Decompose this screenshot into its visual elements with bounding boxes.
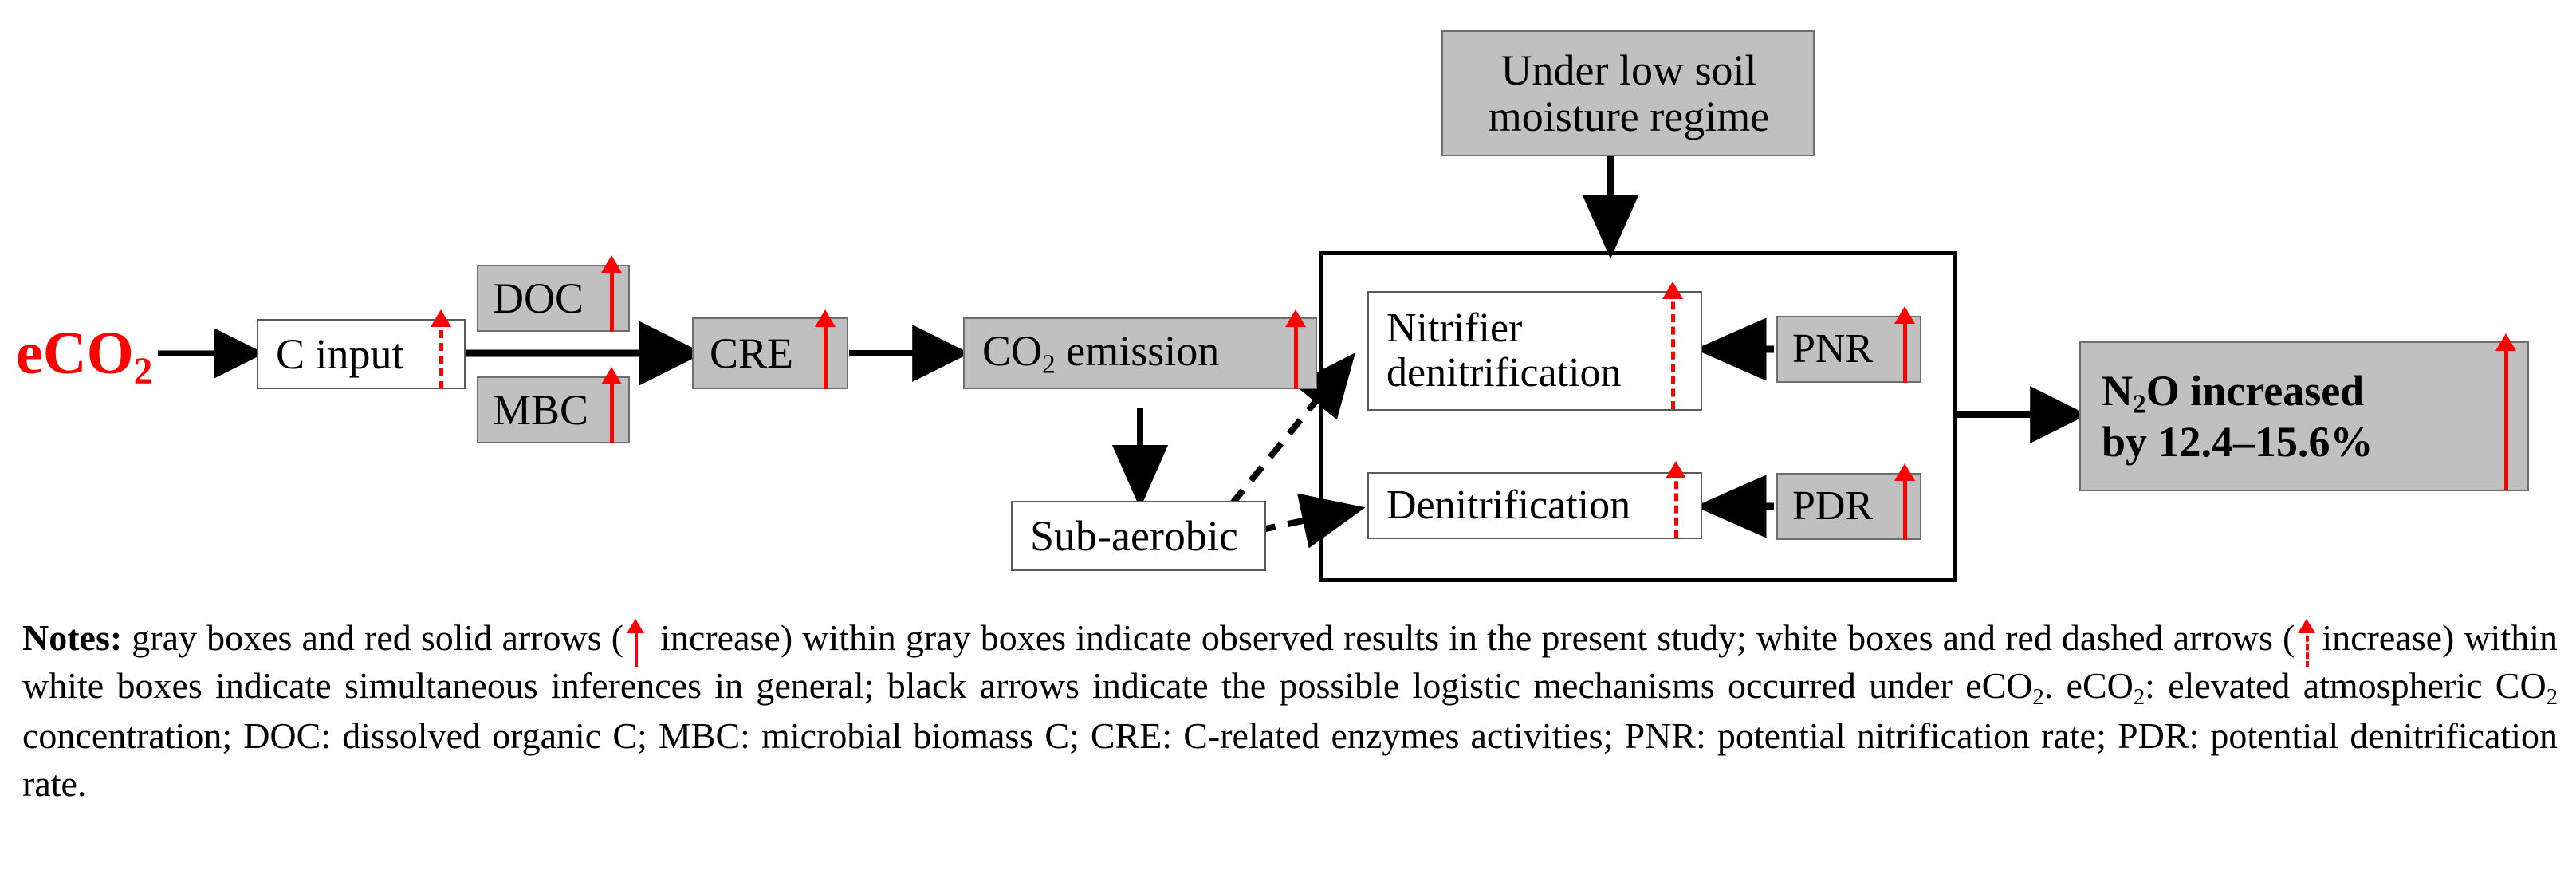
- notes-seg-4-sub: 2: [2133, 684, 2145, 710]
- flow-diagram: eCO2 C input DOC MBC CRE: [16, 30, 2529, 582]
- node-sub-aerobic[interactable]: Sub-aerobic: [1011, 501, 1266, 571]
- notes-seg-3: increase) within white boxes indicate si…: [22, 617, 2558, 706]
- node-pnr[interactable]: PNR: [1776, 306, 1921, 383]
- node-c-input[interactable]: C input: [257, 309, 466, 389]
- red-up-arrow-icon: [1894, 306, 1915, 383]
- notes-seg-1: gray boxes and red solid arrows (: [122, 617, 624, 658]
- node-co2-emission[interactable]: CO2 emission: [963, 309, 1317, 389]
- red-up-arrow-icon: [1285, 309, 1306, 389]
- notes-paragraph: Notes: gray boxes and red solid arrows (…: [22, 614, 2558, 807]
- inline-red-solid-arrow-icon: [623, 618, 651, 668]
- node-denitrification[interactable]: Denitrification: [1367, 461, 1702, 539]
- notes-prefix: Notes:: [22, 617, 123, 658]
- red-up-arrow-icon: [1894, 463, 1915, 540]
- node-nitrifier-denitrification[interactable]: Nitrifier denitrification: [1367, 282, 1702, 411]
- node-cre[interactable]: CRE: [692, 309, 848, 389]
- notes-seg-5: : elevated atmospheric CO: [2145, 664, 2547, 706]
- red-dashed-up-arrow-icon: [1662, 282, 1683, 409]
- notes-seg-5-sub: 2: [2546, 684, 2558, 710]
- red-up-arrow-icon: [601, 367, 622, 443]
- node-low-soil-moisture[interactable]: Under low soil moisture regime: [1441, 30, 1815, 156]
- node-pdr[interactable]: PDR: [1776, 463, 1921, 540]
- eco2-source-label: eCO2: [16, 320, 153, 393]
- soil-process-container: [1319, 251, 1957, 582]
- node-mbc[interactable]: MBC: [477, 367, 630, 443]
- node-doc[interactable]: DOC: [477, 255, 630, 332]
- red-up-arrow-icon: [601, 255, 622, 332]
- connector-arrows: [158, 156, 2088, 549]
- red-up-arrow-icon: [2495, 333, 2516, 490]
- notes-seg-4: . eCO: [2043, 664, 2134, 706]
- red-dashed-up-arrow-icon: [1666, 461, 1686, 538]
- red-up-arrow-icon: [815, 309, 836, 389]
- notes-seg-2: increase) within gray boxes indicate obs…: [651, 617, 2295, 658]
- red-dashed-up-arrow-icon: [431, 309, 451, 389]
- inline-red-dashed-arrow-icon: [2295, 618, 2322, 668]
- notes-seg-3-sub: 2: [2032, 684, 2044, 710]
- node-n2o-result[interactable]: N2O increased by 12.4–15.6%: [2079, 333, 2529, 491]
- notes-seg-6: concentration; DOC: dissolved organic C;…: [22, 715, 2558, 804]
